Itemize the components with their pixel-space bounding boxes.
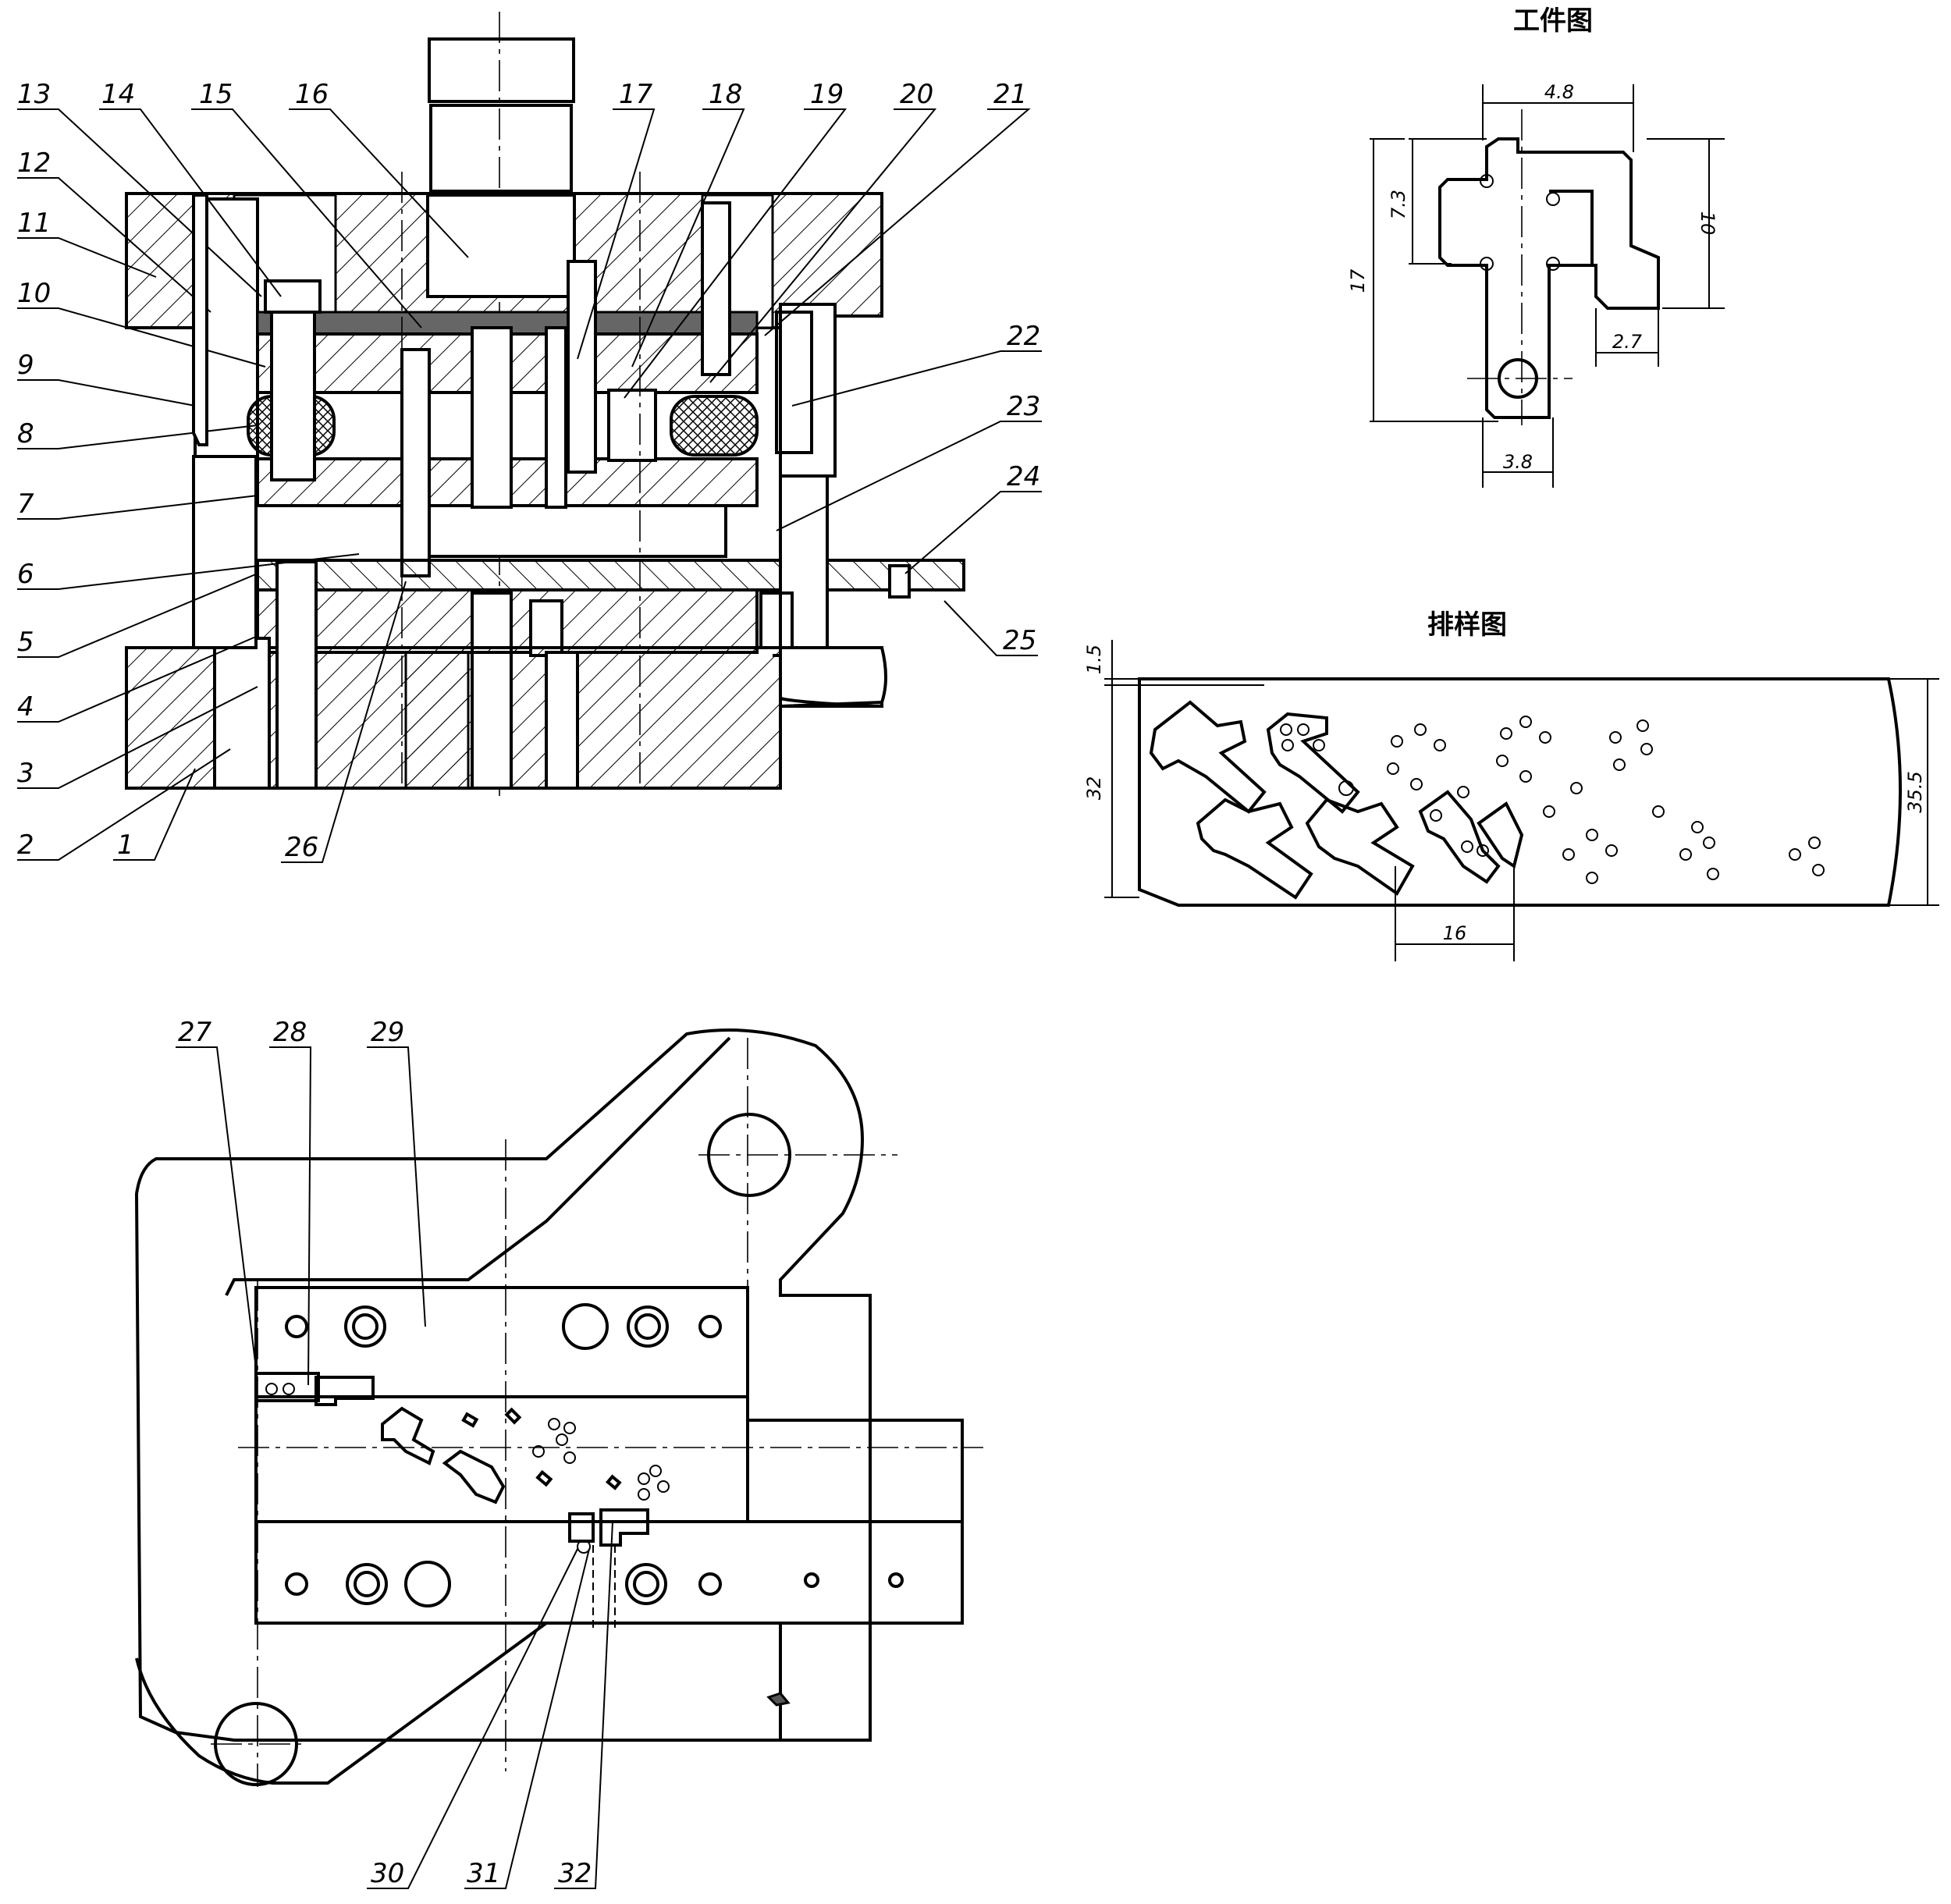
part-21: 21 — [993, 79, 1027, 110]
dim-width-bottom: 3.8 — [1503, 451, 1533, 473]
dim-pitch: 16 — [1443, 922, 1467, 944]
part-22: 22 — [1007, 321, 1040, 352]
part-24: 24 — [1007, 461, 1040, 492]
part-7: 7 — [17, 488, 34, 520]
dim-height-right: 10 — [1697, 211, 1718, 236]
part-27: 27 — [178, 1017, 212, 1048]
part-5: 5 — [17, 627, 34, 658]
part-18: 18 — [709, 79, 742, 110]
part-29: 29 — [371, 1017, 404, 1048]
part-23: 23 — [1007, 391, 1040, 422]
part-17: 17 — [619, 79, 653, 110]
strip-layout: 排样图 1.5 — [1083, 609, 1939, 961]
part-30: 30 — [371, 1858, 404, 1889]
dim-height-overall: 17 — [1347, 268, 1369, 293]
section-view — [125, 12, 965, 796]
layout-title: 排样图 — [1427, 609, 1507, 641]
part-10: 10 — [17, 278, 51, 309]
dim-width: 32 — [1083, 776, 1105, 801]
part-15: 15 — [199, 79, 233, 110]
part-number-labels: 13 14 15 16 17 18 19 20 21 12 11 10 9 8 … — [17, 79, 1040, 1889]
dim-step: 2.7 — [1612, 331, 1643, 353]
part-6: 6 — [17, 559, 34, 590]
leader-lines — [17, 108, 1042, 1889]
part-32: 32 — [558, 1858, 592, 1889]
part-1: 1 — [117, 829, 134, 861]
part-12: 12 — [17, 147, 51, 179]
part-3: 3 — [17, 758, 34, 789]
part-2: 2 — [17, 829, 34, 861]
part-25: 25 — [1003, 625, 1036, 656]
part-14: 14 — [101, 79, 135, 110]
part-28: 28 — [273, 1017, 307, 1048]
workpiece-drawing: 工件图 4.8 7.3 17 10 2.7 3.8 — [1347, 5, 1725, 488]
part-31: 31 — [467, 1858, 500, 1889]
plan-view — [134, 1028, 983, 1787]
dim-height-inner: 7.3 — [1388, 190, 1409, 219]
part-19: 19 — [810, 79, 844, 110]
dim-strip-width: 35.5 — [1904, 771, 1926, 812]
workpiece-title: 工件图 — [1513, 5, 1593, 37]
part-13: 13 — [17, 79, 51, 110]
part-16: 16 — [295, 79, 329, 110]
part-9: 9 — [17, 350, 34, 381]
dim-width-top: 4.8 — [1544, 81, 1574, 103]
part-26: 26 — [285, 832, 318, 863]
part-11: 11 — [17, 208, 51, 239]
part-8: 8 — [17, 418, 34, 449]
dim-margin: 1.5 — [1083, 645, 1105, 674]
part-4: 4 — [17, 691, 34, 723]
section-outline-extras — [192, 194, 887, 709]
part-20: 20 — [900, 79, 933, 110]
